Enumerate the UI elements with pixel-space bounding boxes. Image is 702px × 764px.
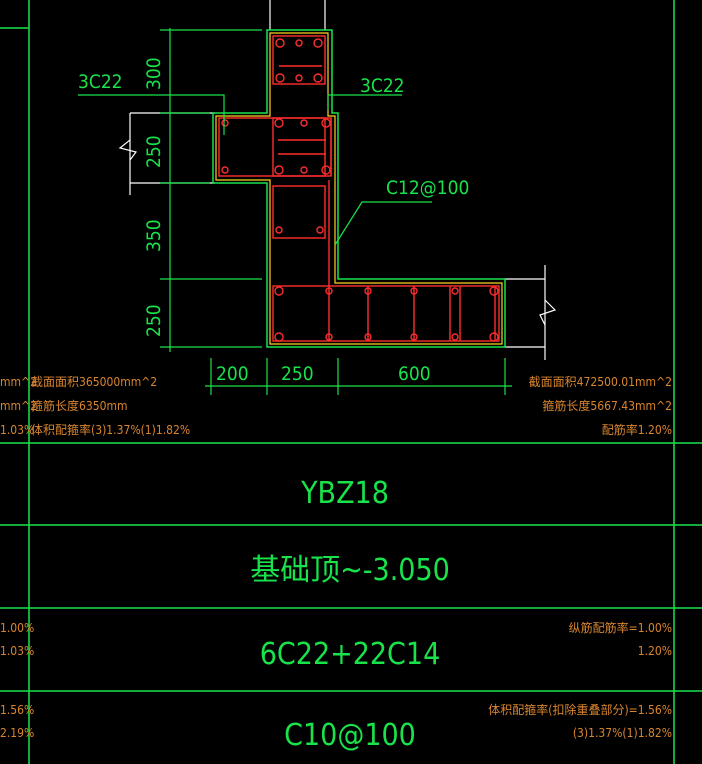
left-clip-1: mm^2 (0, 375, 37, 389)
row-longitudinal-value: 6C22+22C14 (260, 637, 441, 672)
row-elevation-value: 基础顶~-3.050 (250, 553, 450, 588)
section-outline (212, 29, 506, 348)
left-clip-2: mm^2 (0, 399, 37, 413)
left-clip-3: 1.03% (0, 423, 34, 437)
rebars (221, 38, 499, 342)
left-stat-length: 箍筋长度6350mm (31, 398, 128, 413)
dim-600: 600 (398, 363, 431, 385)
row-id-value: YBZ18 (300, 476, 389, 511)
dim-250-lower: 250 (143, 304, 165, 337)
right-stat-ratio: 配筋率1.20% (602, 422, 672, 437)
dim-200: 200 (216, 363, 249, 385)
rebar-label-left: 3C22 (78, 71, 123, 93)
column-break-top (269, 0, 326, 30)
dim-300: 300 (143, 57, 165, 90)
long-right-note-1: 纵筋配筋率=1.00% (569, 620, 672, 635)
stir-right-note-1: 体积配箍率(扣除重叠部分)=1.56% (488, 702, 672, 717)
long-right-note-2: 1.20% (638, 644, 672, 658)
stir-left-note-2: 2.19% (0, 726, 34, 740)
row-stirrup-value: C10@100 (284, 718, 416, 753)
right-stat-area: 截面面积472500.01mm^2 (529, 375, 672, 389)
dim-250-upper: 250 (143, 135, 165, 168)
stir-right-note-2: (3)1.37%(1)1.82% (573, 726, 672, 740)
long-left-note-1: 1.00% (0, 621, 34, 635)
dimension-lines (78, 28, 512, 395)
dim-250-horiz: 250 (281, 363, 314, 385)
stirrups (218, 35, 500, 342)
left-stat-ratio: 体积配箍率(3)1.37%(1)1.82% (31, 422, 190, 437)
stirrup-label: C12@100 (386, 177, 469, 199)
wall-break-right (505, 265, 557, 360)
long-left-note-2: 1.03% (0, 644, 34, 658)
stirrup-outline (215, 32, 503, 345)
right-stat-length: 箍筋长度5667.43mm^2 (542, 398, 672, 413)
rebar-label-right: 3C22 (360, 75, 405, 97)
left-stat-area: 截面面积365000mm^2 (31, 375, 157, 389)
dim-350: 350 (143, 219, 165, 252)
stir-left-note-1: 1.56% (0, 703, 34, 717)
